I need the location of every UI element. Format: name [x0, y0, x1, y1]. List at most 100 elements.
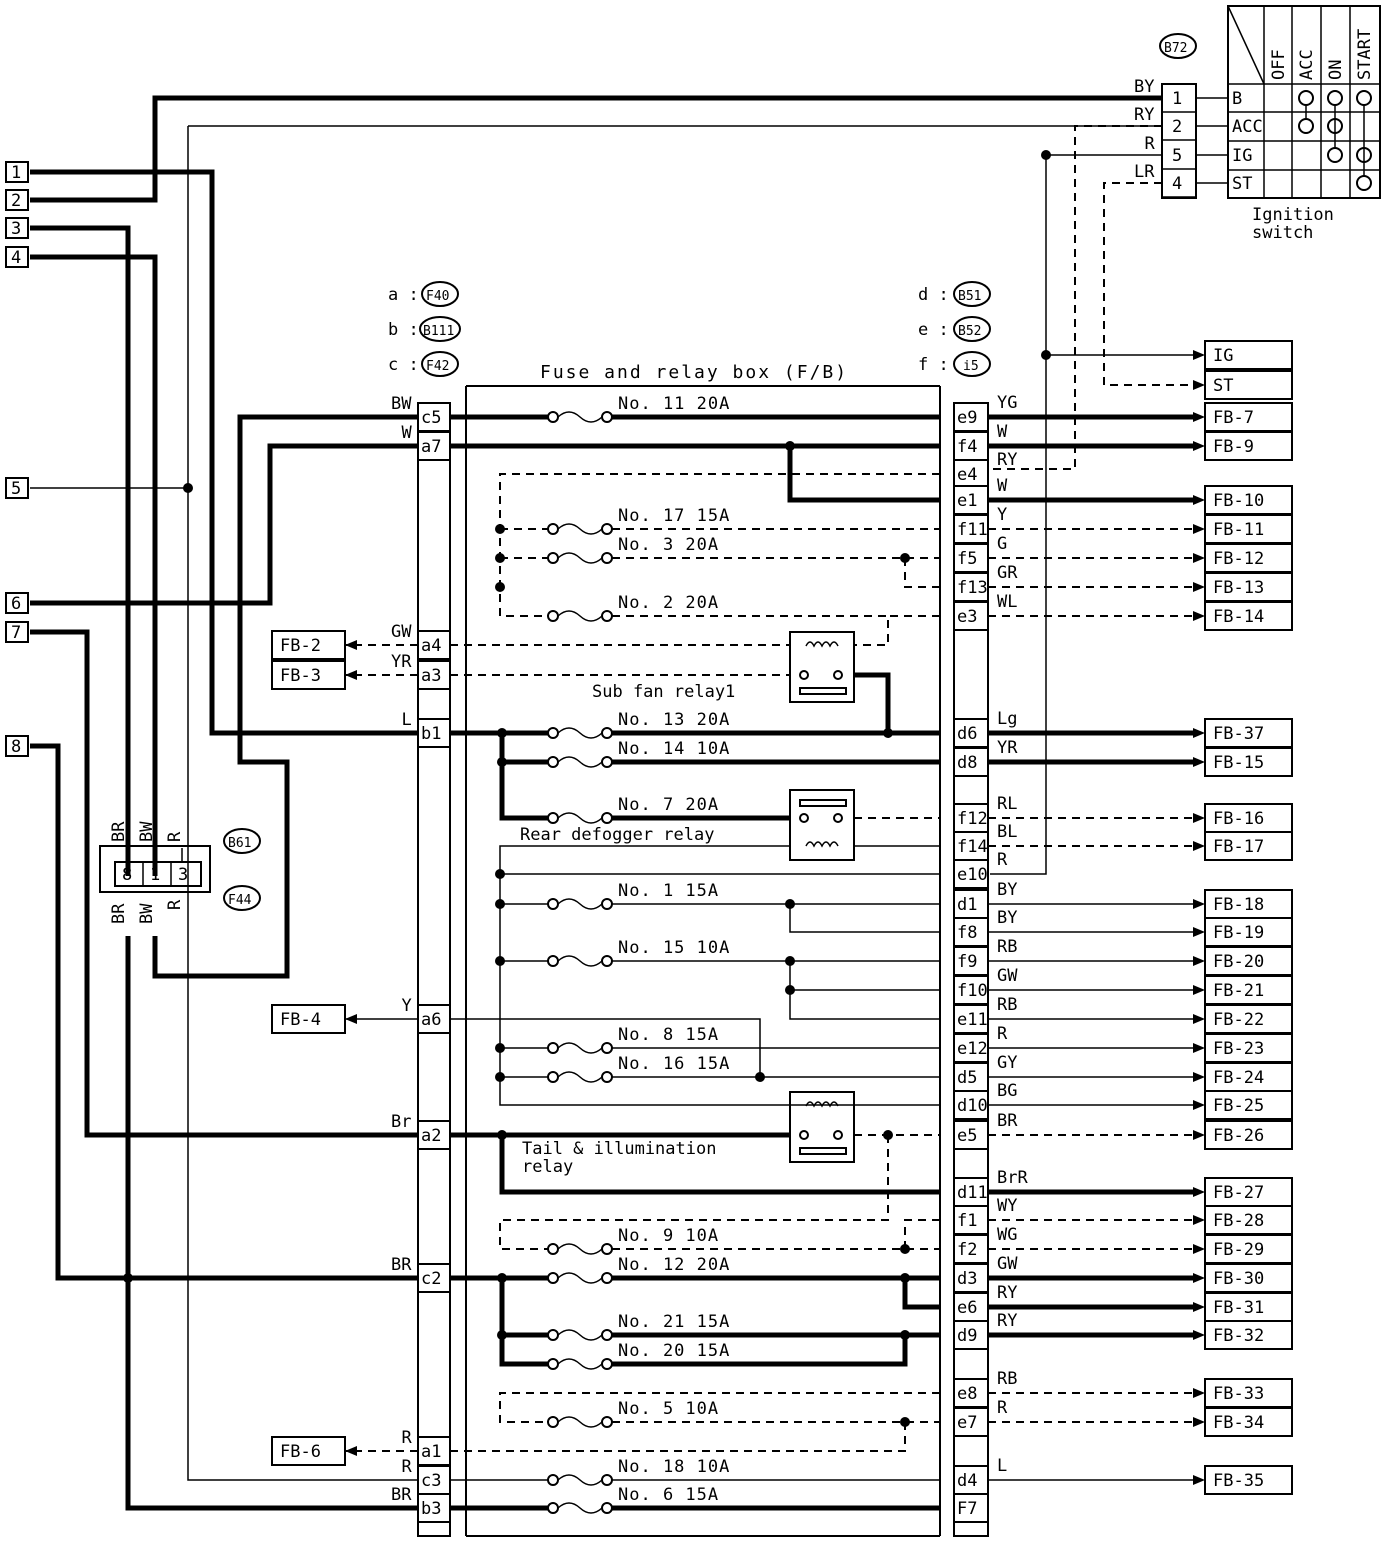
fuse-symbol: [547, 1042, 613, 1054]
fuse-label: No. 18 10A: [618, 1457, 730, 1477]
wire-color-label: BR: [391, 1255, 412, 1275]
output-label: FB-24: [1213, 1068, 1264, 1088]
wire-color-label: G: [997, 534, 1007, 554]
ignition-terminal: ST: [1232, 174, 1252, 194]
pin-cell: [953, 747, 989, 777]
arrow-icon: [1193, 841, 1205, 851]
wire-color-label: R: [402, 1457, 413, 1477]
wire-color-label: R: [997, 1024, 1008, 1044]
arrow-icon: [1193, 956, 1205, 966]
pin-label: b1: [421, 724, 441, 744]
pin-cell: [417, 1263, 451, 1293]
pin-label: b3: [421, 1499, 441, 1519]
output-label: FB-4: [280, 1010, 321, 1030]
output-label: FB-25: [1213, 1096, 1264, 1116]
wire-color-label: R: [997, 1398, 1008, 1418]
terminal-number: 7: [11, 623, 21, 643]
joint-connector: 8 1 3 BR BW R BR BW R B61 F44: [99, 821, 261, 924]
output-box: [1204, 402, 1293, 432]
terminal-number: 4: [11, 248, 21, 268]
output-label: FB-16: [1213, 809, 1264, 829]
wire-color-label: L: [997, 1456, 1007, 1476]
ignition-pin: 5: [1172, 146, 1182, 166]
output-box: [1204, 889, 1293, 919]
output-box: [1204, 1320, 1293, 1350]
wire-color-label: YR: [997, 738, 1018, 758]
svg-text:Rear defogger relay: Rear defogger relay: [520, 825, 714, 845]
wire-color-label: RB: [997, 995, 1017, 1015]
output-box: [1204, 340, 1293, 370]
wire-color-label: BR: [997, 1111, 1018, 1131]
wire-color-label: WY: [997, 1196, 1017, 1216]
svg-text:R: R: [165, 899, 185, 910]
output-label: FB-14: [1213, 607, 1264, 627]
svg-text:F44: F44: [228, 893, 252, 908]
wire-color-label: Br: [391, 1112, 411, 1132]
arrow-icon: [1193, 1273, 1205, 1283]
output-label: FB-9: [1213, 437, 1254, 457]
arrow-icon: [1193, 1330, 1205, 1340]
fuse-label: No. 5 10A: [618, 1399, 719, 1419]
output-box: [271, 1436, 346, 1466]
svg-text:R: R: [165, 831, 185, 842]
wire-color-label: Y: [402, 996, 412, 1016]
wire-color-label: RY: [997, 1311, 1017, 1331]
output-box: [1204, 514, 1293, 544]
pin-label: f10: [957, 981, 988, 1001]
fuse-label: No. 8 15A: [618, 1025, 719, 1045]
svg-text:8: 8: [122, 865, 132, 885]
output-label: FB-35: [1213, 1471, 1264, 1491]
output-label: FB-15: [1213, 753, 1264, 773]
output-box: [1204, 1378, 1293, 1408]
fuse-symbol: [547, 1243, 613, 1255]
fuse-label: No. 3 20A: [618, 535, 719, 555]
fuse-label: No. 20 15A: [618, 1341, 730, 1361]
arrow-icon: [1193, 1388, 1205, 1398]
fuse-symbol: [547, 1272, 613, 1284]
fuse-label: No. 17 15A: [618, 506, 730, 526]
terminal-box: [5, 246, 29, 268]
pin-label: a3: [421, 666, 441, 686]
wire-color-label: WL: [997, 592, 1017, 612]
output-box: [1204, 803, 1293, 833]
arrow-icon: [1193, 1072, 1205, 1082]
output-box: [1204, 1407, 1293, 1437]
pin-label: e11: [957, 1010, 988, 1030]
output-box: [1204, 831, 1293, 861]
arrow-icon: [1193, 1215, 1205, 1225]
arrow-icon: [345, 1014, 357, 1024]
arrow-icon: [1193, 412, 1205, 422]
svg-text:d :: d :: [918, 285, 949, 305]
pin-label: f11: [957, 520, 988, 540]
wire-color-label: R: [402, 1428, 413, 1448]
pin-label: a6: [421, 1010, 441, 1030]
pin-cell: [953, 859, 989, 889]
svg-text:relay: relay: [522, 1157, 573, 1177]
ignition-pin: 1: [1172, 89, 1182, 109]
pin-cell: [953, 975, 989, 1005]
output-label: FB-31: [1213, 1298, 1264, 1318]
output-box: [1204, 601, 1293, 631]
output-label: FB-29: [1213, 1240, 1264, 1260]
pin-cell: [417, 1465, 451, 1495]
fuse-label: No. 15 10A: [618, 938, 730, 958]
svg-text:B61: B61: [228, 836, 251, 851]
relays: Sub fan relay1 Rear defogger relay Tail …: [520, 631, 855, 1177]
svg-text:i5: i5: [963, 359, 979, 374]
svg-text:B52: B52: [958, 324, 981, 339]
wire-color-label: L: [402, 710, 412, 730]
arrow-icon: [1193, 985, 1205, 995]
terminal-box: [5, 735, 29, 757]
wire-color-label: BL: [997, 822, 1017, 842]
pin-label: d10: [957, 1096, 988, 1116]
fuse-symbol: [547, 411, 613, 423]
arrow-icon: [1193, 553, 1205, 563]
fuse-label: No. 21 15A: [618, 1312, 730, 1332]
pin-label: d4: [957, 1471, 977, 1491]
svg-text:BW: BW: [137, 821, 157, 842]
arrow-icon: [1193, 1043, 1205, 1053]
output-box: [1204, 1033, 1293, 1063]
svg-text:F42: F42: [426, 359, 449, 374]
